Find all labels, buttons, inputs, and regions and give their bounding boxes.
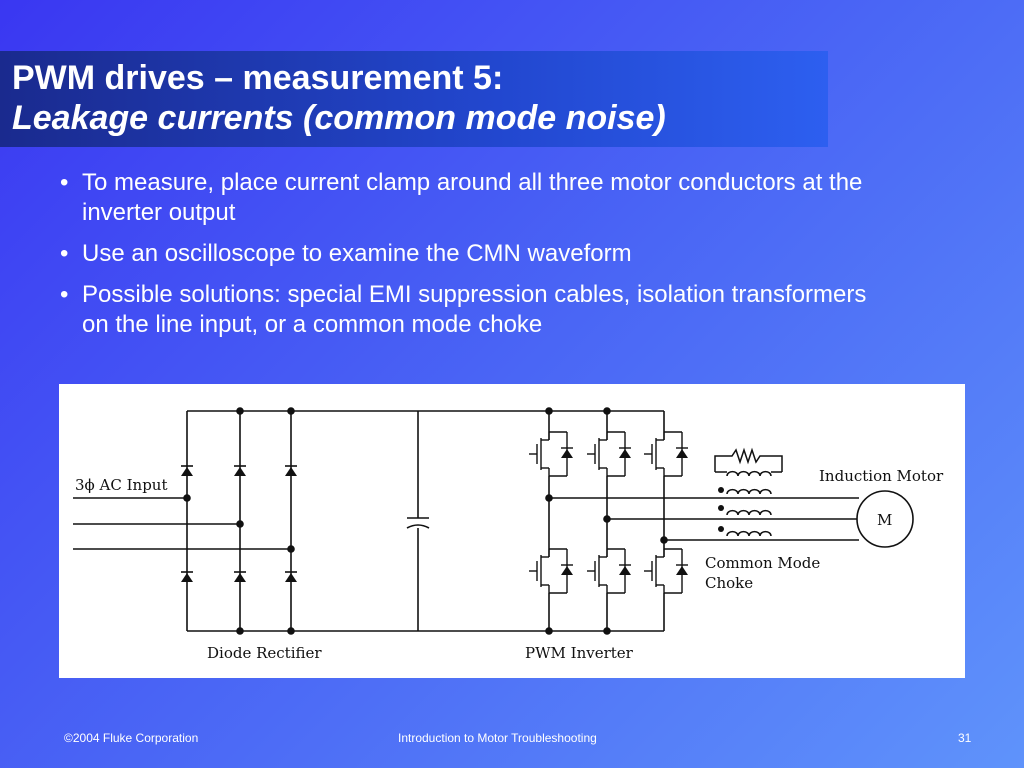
common-mode-choke (714, 447, 783, 537)
footer-copyright: ©2004 Fluke Corporation (64, 731, 199, 745)
slide-title: PWM drives – measurement 5: (12, 59, 504, 97)
title-bar: PWM drives – measurement 5: Leakage curr… (0, 51, 828, 147)
rectifier-junctions (183, 407, 295, 635)
bullet-item: • Use an oscilloscope to examine the CMN… (60, 239, 880, 269)
motor-label: M (877, 511, 892, 529)
bullet-text: Use an oscilloscope to examine the CMN w… (82, 240, 632, 267)
footer-page-number: 31 (958, 731, 972, 745)
bullet-item: • Possible solutions: special EMI suppre… (60, 280, 880, 340)
bullet-marker: • (60, 240, 69, 267)
circuit-diagram: 3ϕ AC Input Diode Rectifier PWM Inverter… (59, 384, 965, 678)
footer-course-title: Introduction to Motor Troubleshooting (398, 731, 597, 745)
slide-subtitle: Leakage currents (common mode noise) (12, 99, 666, 137)
ac-input-label: 3ϕ AC Input (75, 476, 168, 494)
common-mode-choke-label-line2: Choke (705, 574, 753, 592)
bullet-text: Possible solutions: special EMI suppress… (82, 281, 867, 338)
bullet-marker: • (60, 169, 69, 196)
circuit-diagram-svg: 3ϕ AC Input Diode Rectifier PWM Inverter… (73, 407, 944, 662)
diode-rectifier-label: Diode Rectifier (207, 644, 322, 662)
pwm-inverter-label: PWM Inverter (525, 644, 634, 662)
bullet-marker: • (60, 281, 69, 308)
bullet-item: • To measure, place current clamp around… (60, 168, 880, 228)
induction-motor-label: Induction Motor (819, 467, 944, 485)
bullet-text: To measure, place current clamp around a… (82, 169, 863, 226)
common-mode-choke-label: Common Mode (705, 554, 820, 572)
bullet-list: • To measure, place current clamp around… (60, 168, 880, 351)
motor-symbol (856, 490, 914, 548)
rectifier-section (73, 410, 549, 632)
choke-dots (718, 487, 724, 532)
